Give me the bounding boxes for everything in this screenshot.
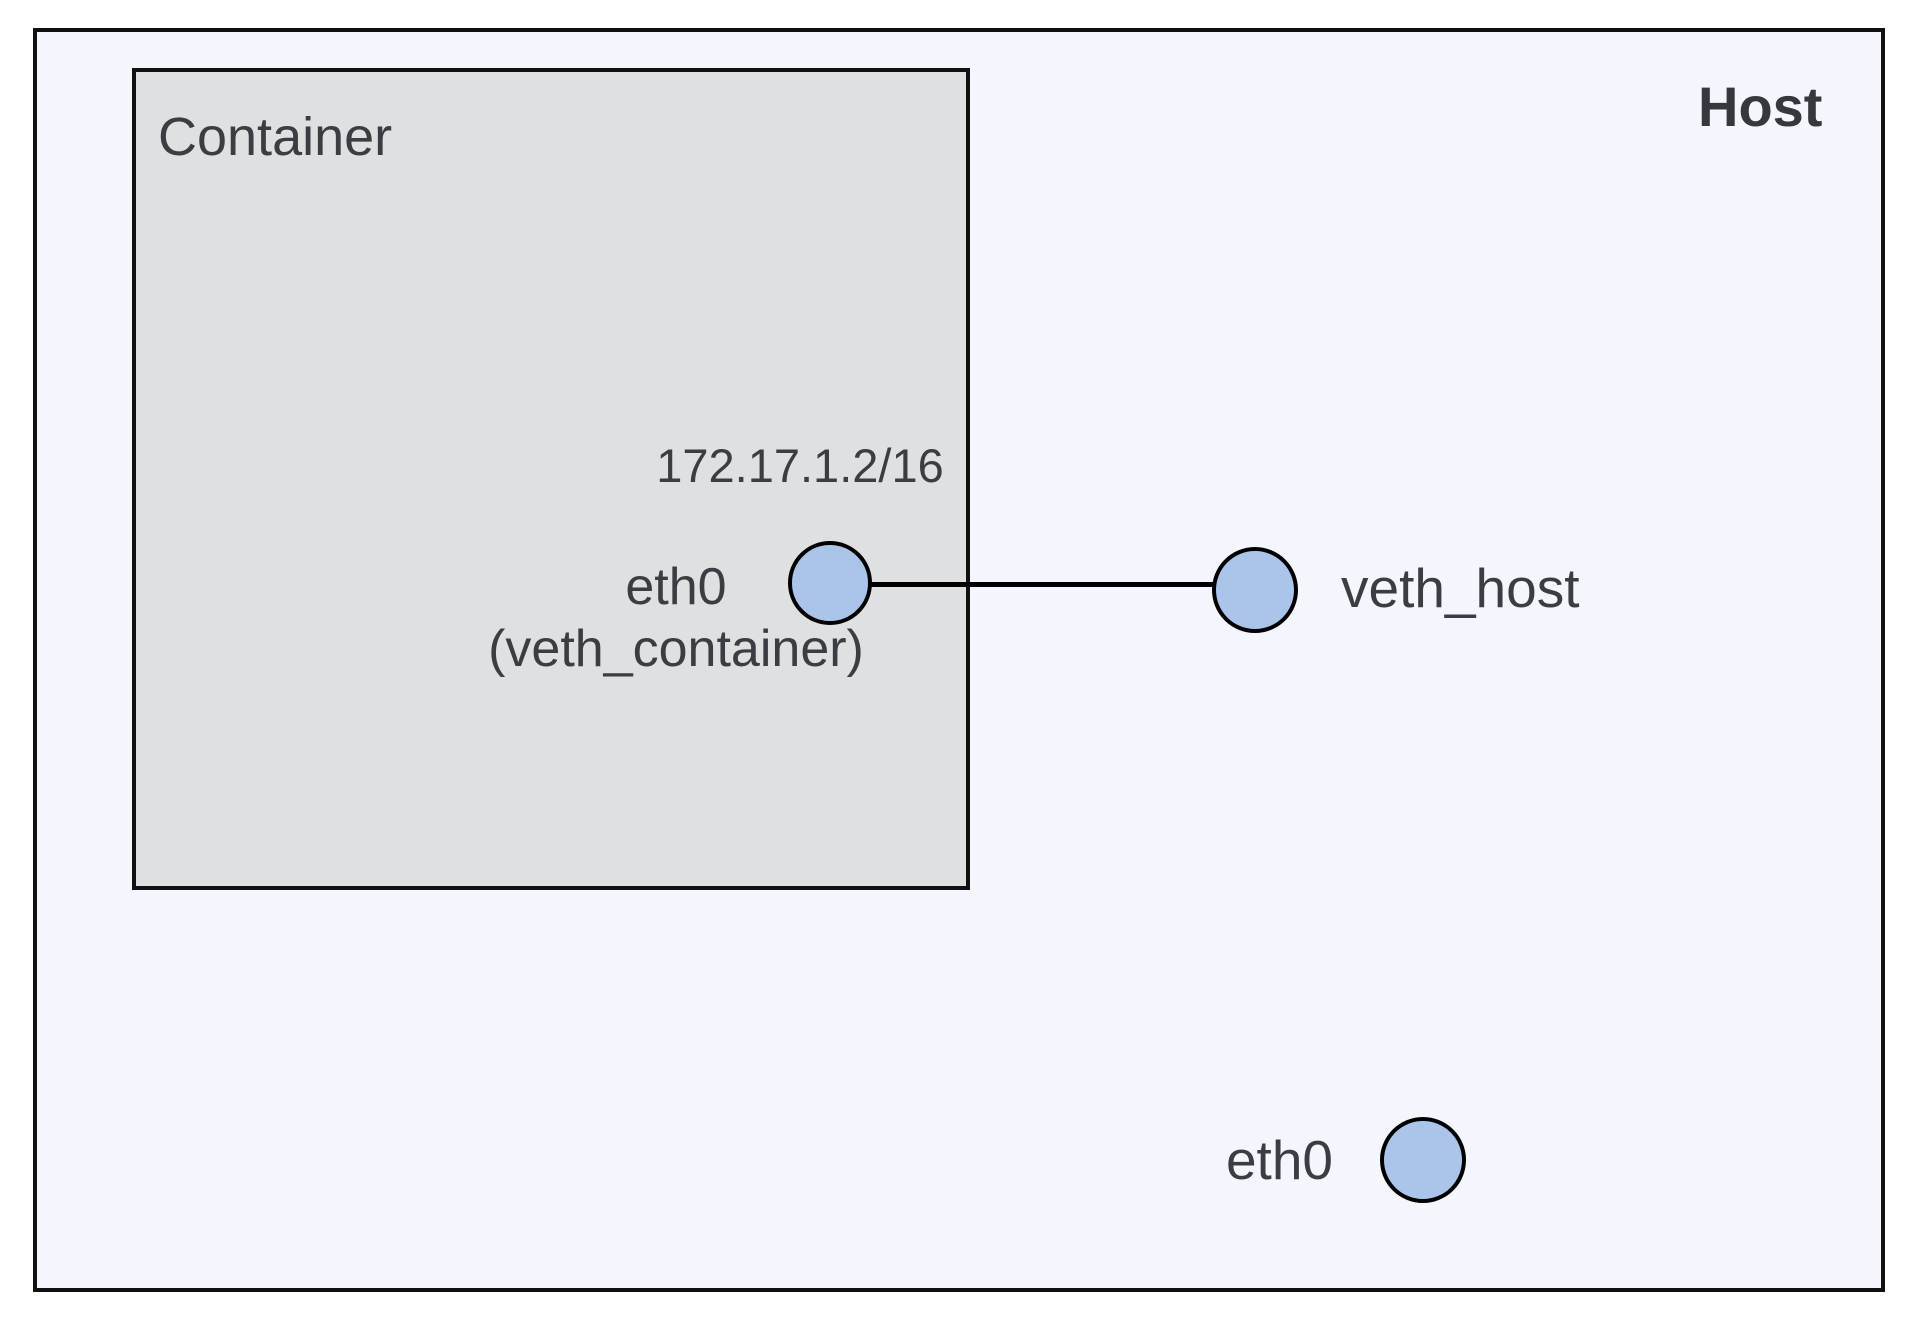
- container-label: Container: [158, 107, 393, 167]
- veth-container-ip-label: 172.17.1.2/16: [656, 439, 944, 492]
- container-box: [132, 68, 970, 890]
- veth-host-label: veth_host: [1341, 557, 1580, 619]
- host-label: Host: [1698, 75, 1823, 138]
- host-eth0-node: [1380, 1117, 1466, 1203]
- veth-container-label-line1: eth0: [625, 558, 727, 616]
- veth-container-label-line2: (veth_container): [488, 620, 864, 678]
- veth-host-node: [1212, 547, 1298, 633]
- veth-pair-link-line: [830, 582, 1255, 587]
- veth-container-label: eth0 (veth_container): [488, 556, 864, 680]
- host-eth0-label: eth0: [1225, 1129, 1333, 1191]
- veth-container-node: [788, 541, 872, 625]
